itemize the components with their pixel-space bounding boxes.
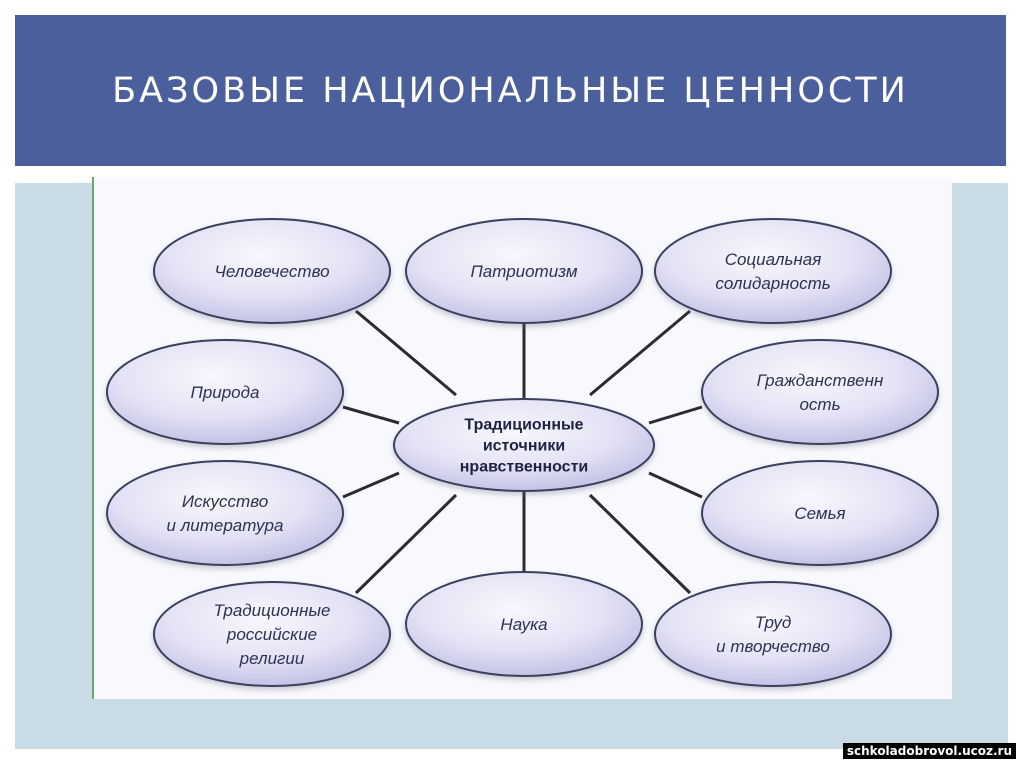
- nodes-layer: Человечество Патриотизм Социальная солидарн…: [106, 218, 939, 687]
- node-iskusstvo-label-line-2: и литература: [167, 516, 284, 535]
- node-religii: Традиционные российские религии: [153, 581, 391, 687]
- node-trud-ellipse: [654, 581, 892, 687]
- node-patriotizm-label-line-1: Патриотизм: [470, 262, 577, 281]
- node-iskusstvo: Искусство и литература: [106, 460, 344, 566]
- page-title: БАЗОВЫЕ НАЦИОНАЛЬНЫЕ ЦЕННОСТИ: [112, 70, 909, 111]
- node-chelovechestvo-label-line-1: Человечество: [214, 262, 329, 281]
- diagram-panel: Человечество Патриотизм Социальная солидарн…: [92, 177, 952, 699]
- node-priroda-label-line-1: Природа: [191, 383, 260, 402]
- node-socialnaya-solidarnost-label-line-1: Социальная: [725, 250, 822, 269]
- node-religii-ellipse: [153, 581, 391, 687]
- node-grazhdanstvennost: Гражданственн ость: [701, 339, 939, 445]
- center-node-label-line-3: нравственности: [460, 459, 589, 476]
- connector-line-chelovechestvo: [355, 309, 457, 397]
- connector-line-priroda: [342, 405, 400, 425]
- title-bar: БАЗОВЫЕ НАЦИОНАЛЬНЫЕ ЦЕННОСТИ: [15, 15, 1006, 166]
- center-node-ellipse: [393, 398, 655, 492]
- watermark: schkoladobrovol.ucoz.ru: [842, 743, 1016, 759]
- center-node-label-line-1: Традиционные: [464, 417, 583, 434]
- node-trud-label-line-1: Труд: [755, 613, 792, 632]
- center-node-label-line-2: источники: [483, 438, 565, 455]
- connectors: [342, 309, 703, 595]
- node-iskusstvo-ellipse: [106, 460, 344, 566]
- connector-line-iskusstvo: [342, 471, 400, 499]
- node-semya: Семья: [701, 460, 939, 566]
- node-semya-label-line-1: Семья: [794, 504, 845, 523]
- node-grazhdanstvennost-ellipse: [701, 339, 939, 445]
- connector-line-semya: [648, 471, 703, 499]
- node-nauka-ellipse: [405, 571, 643, 677]
- connector-line-trud: [588, 493, 692, 595]
- center-node: Традиционные источники нравственности: [393, 398, 655, 492]
- node-patriotizm-ellipse: [405, 218, 643, 324]
- connector-line-socialnaya-solidarnost: [589, 309, 691, 397]
- node-religii-label-line-1: Традиционные: [214, 601, 331, 620]
- values-diagram: Человечество Патриотизм Социальная солидарн…: [106, 218, 939, 687]
- node-priroda-ellipse: [106, 339, 344, 445]
- node-grazhdanstvennost-label-line-1: Гражданственн: [757, 371, 884, 390]
- node-priroda: Природа: [106, 339, 344, 445]
- node-nauka: Наука: [405, 571, 643, 677]
- node-trud-label-line-2: и творчество: [716, 637, 830, 656]
- node-nauka-label-line-1: Наука: [500, 615, 547, 634]
- node-socialnaya-solidarnost-label-line-2: солидарность: [715, 274, 830, 293]
- node-socialnaya-solidarnost: Социальная солидарность: [654, 218, 892, 324]
- node-socialnaya-solidarnost-ellipse: [654, 218, 892, 324]
- node-iskusstvo-label-line-1: Искусство: [182, 492, 268, 511]
- node-trud: Труд и творчество: [654, 581, 892, 687]
- connector-line-religii: [354, 493, 458, 595]
- node-chelovechestvo: Человечество: [153, 218, 391, 324]
- connector-line-grazhdanstvennost: [648, 405, 703, 425]
- node-patriotizm: Патриотизм: [405, 218, 643, 324]
- node-semya-ellipse: [701, 460, 939, 566]
- node-grazhdanstvennost-label-line-2: ость: [799, 395, 840, 414]
- node-religii-label-line-3: религии: [239, 649, 305, 668]
- node-religii-label-line-2: российские: [226, 625, 317, 644]
- node-chelovechestvo-ellipse: [153, 218, 391, 324]
